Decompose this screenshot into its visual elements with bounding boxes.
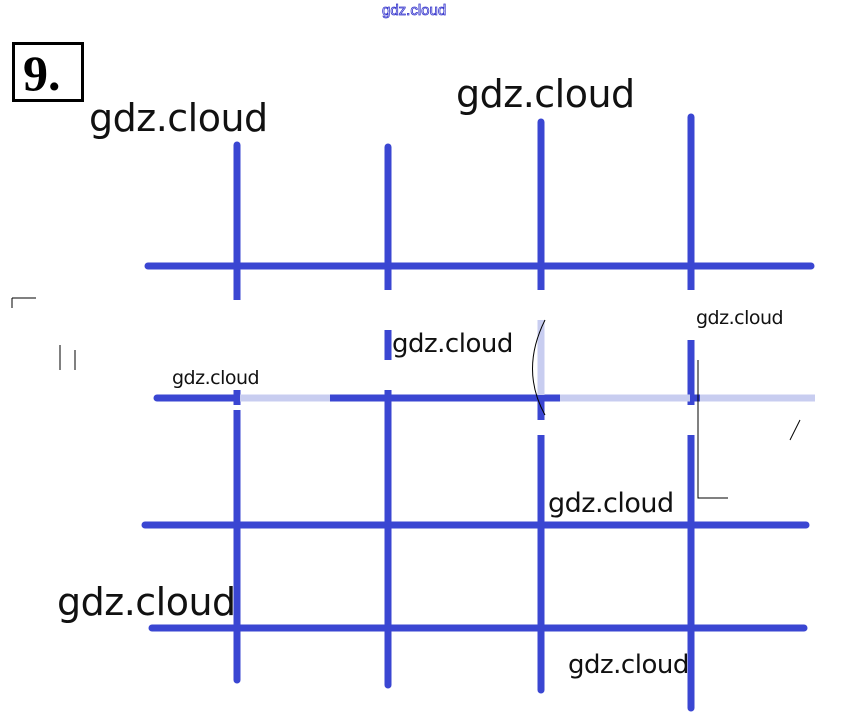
- watermark: gdz.cloud: [568, 650, 689, 680]
- grid-mark: [150, 405, 830, 435]
- watermark: gdz.cloud: [392, 329, 513, 359]
- watermark: gdz.cloud: [57, 580, 236, 624]
- watermark: gdz.cloud: [548, 488, 674, 519]
- grid-mark: [697, 360, 728, 499]
- watermark: gdz.cloud: [456, 72, 635, 116]
- residual-arc: [532, 319, 546, 416]
- header-watermark: gdz.cloud: [382, 2, 447, 20]
- grid-mark: [789, 419, 801, 441]
- watermark: gdz.cloud: [696, 307, 784, 329]
- watermark: gdz.cloud: [172, 367, 260, 389]
- grid-mark: [11, 297, 36, 308]
- exercise-number: 9.: [12, 42, 84, 102]
- watermark: gdz.cloud: [89, 96, 268, 140]
- erased-region: [150, 290, 830, 390]
